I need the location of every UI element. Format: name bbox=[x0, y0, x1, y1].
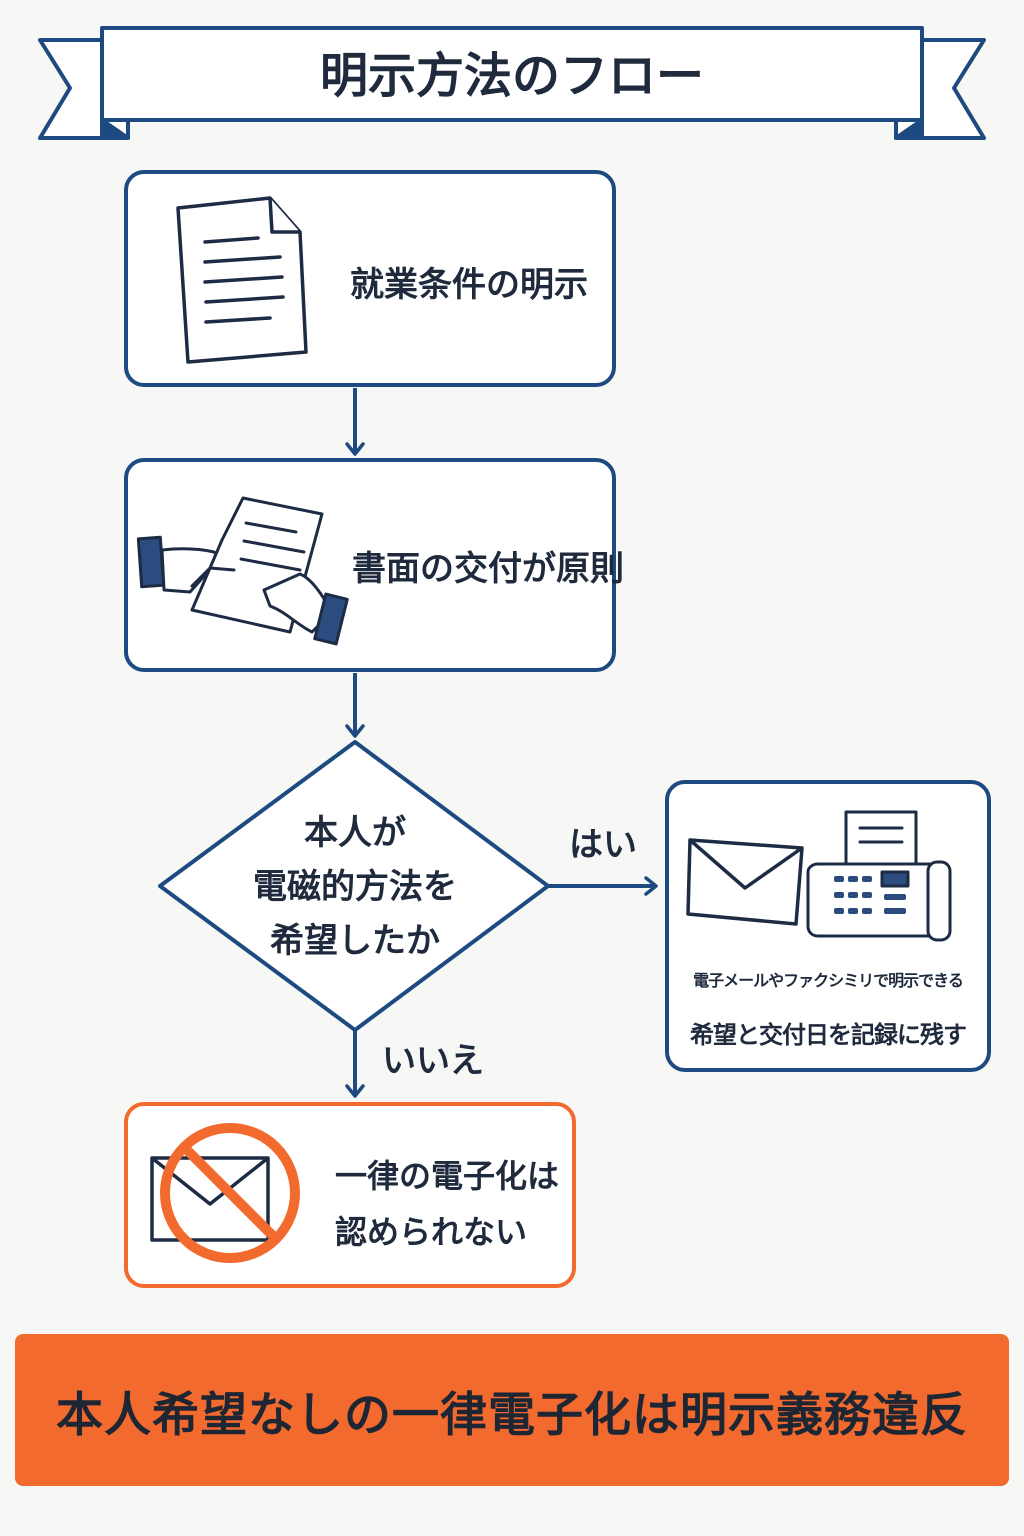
prohibited-email-icon bbox=[150, 1123, 300, 1263]
handing-document-icon bbox=[136, 496, 349, 646]
step1-text: 就業条件の明示 bbox=[350, 265, 588, 305]
ribbon-body bbox=[100, 26, 924, 122]
title-banner bbox=[38, 26, 986, 140]
decision-line-3: 希望したか bbox=[270, 921, 440, 961]
step2-text: 書面の交付が原則 bbox=[352, 549, 624, 589]
fax-machine-icon bbox=[806, 810, 952, 942]
yes-result-line-2: 希望と交付日を記録に残す bbox=[690, 1021, 967, 1049]
decision-line-2: 電磁的方法を bbox=[253, 867, 457, 907]
decision-line-1: 本人が bbox=[304, 813, 406, 853]
no-label: いいえ bbox=[382, 1041, 484, 1081]
yes-result-text: 電子メールやファクシミリで明示できる 希望と交付日を記録に残す bbox=[678, 954, 978, 1062]
no-result-line-2: 認められない bbox=[335, 1213, 528, 1251]
decision-text: 本人が 電磁的方法を 希望したか bbox=[215, 806, 495, 968]
yes-result-line-1: 電子メールやファクシミリで明示できる bbox=[693, 971, 964, 990]
conclusion-text: 本人希望なしの一律電子化は明示義務違反 bbox=[56, 1387, 968, 1443]
envelope-icon bbox=[686, 838, 804, 926]
document-icon bbox=[176, 196, 308, 364]
yes-label: はい bbox=[569, 825, 637, 865]
conclusion-banner: 本人希望なしの一律電子化は明示義務違反 bbox=[15, 1334, 1009, 1486]
ribbon-right-fold bbox=[894, 118, 924, 140]
page-title: 明示方法のフロー bbox=[320, 48, 704, 104]
ribbon-left-fold bbox=[100, 118, 130, 140]
no-result-line-1: 一律の電子化は bbox=[335, 1157, 560, 1195]
no-result-text: 一律の電子化は 認められない bbox=[335, 1148, 559, 1260]
